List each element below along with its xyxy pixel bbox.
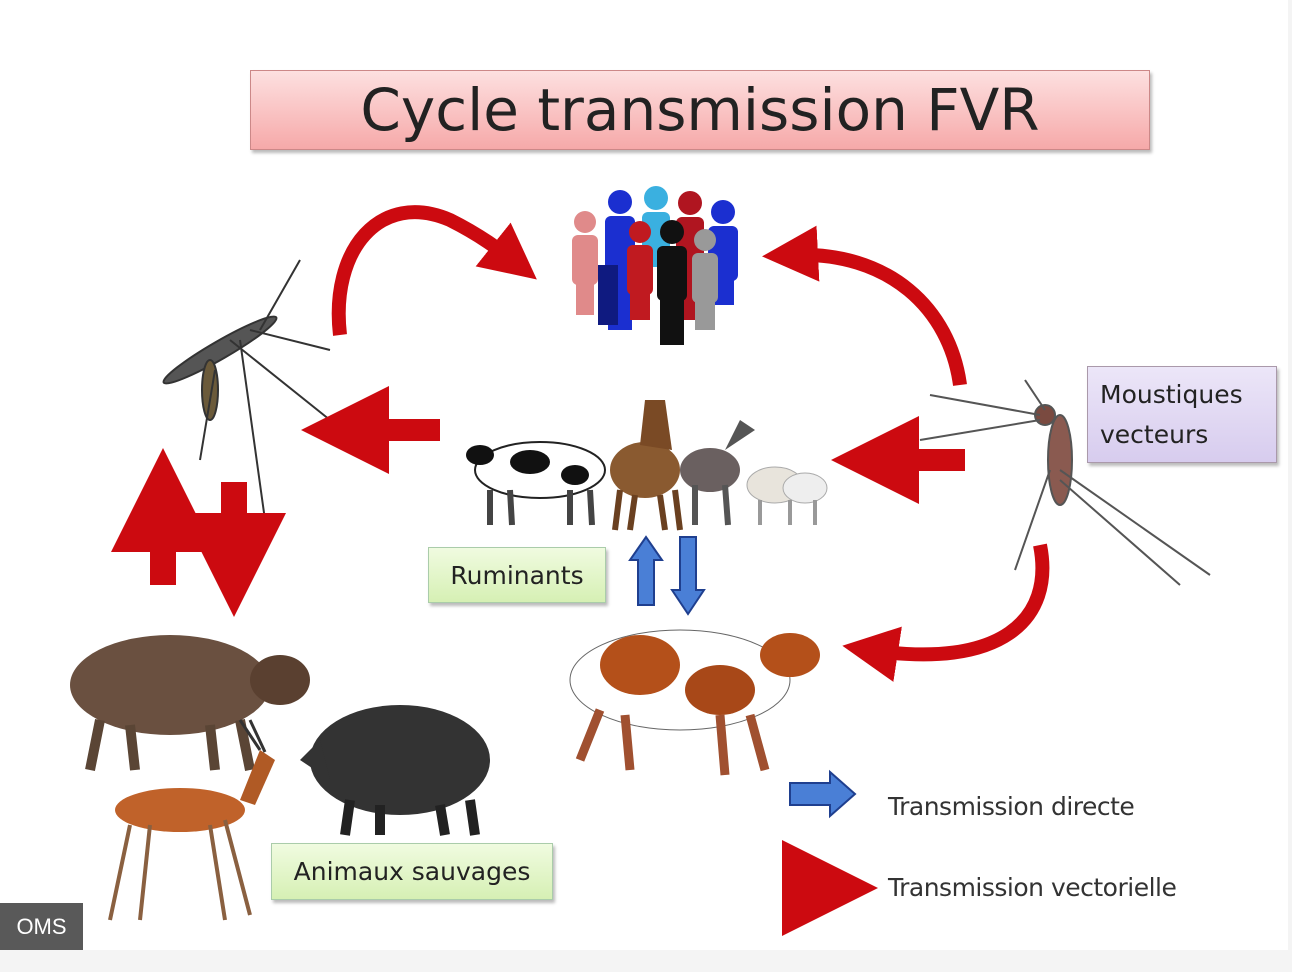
livestock-group-icon <box>466 400 828 531</box>
credit-badge: OMS <box>0 903 83 950</box>
diagram-canvas: Cycle transmission FVR Moustiques vecteu… <box>0 0 1288 950</box>
legend-direct: Transmission directe <box>888 792 1135 821</box>
label-animaux-sauvages: Animaux sauvages <box>271 843 553 900</box>
direct-arrows <box>628 535 857 819</box>
cow-icon <box>569 629 820 776</box>
humans-group-icon <box>572 186 738 345</box>
label-ruminants: Ruminants <box>428 547 606 603</box>
vector-arrows <box>111 205 1050 936</box>
diagram-title: Cycle transmission FVR <box>250 70 1150 150</box>
label-line: vecteurs <box>1100 419 1209 449</box>
legend-blue-arrow <box>789 769 857 819</box>
arrow-mosquito-to-cow <box>842 543 1050 682</box>
label-moustiques-vecteurs: Moustiques vecteurs <box>1087 366 1277 463</box>
buffalo-icon <box>70 635 310 771</box>
mosquito-left-icon <box>162 259 331 521</box>
arrow-livestock-to-cow <box>670 536 706 616</box>
boar-icon <box>300 705 490 836</box>
legend-vectorielle: Transmission vectorielle <box>888 873 1177 902</box>
label-line: Moustiques <box>1100 379 1243 409</box>
arrow-cow-to-livestock <box>628 535 664 606</box>
diagram-graphics <box>70 186 1211 936</box>
arrow-mosquito-to-humans <box>331 205 537 336</box>
gazelle-icon <box>108 719 275 921</box>
arrow-mosquito-to-humans-right <box>762 225 967 386</box>
mosquito-right-icon <box>919 379 1211 586</box>
